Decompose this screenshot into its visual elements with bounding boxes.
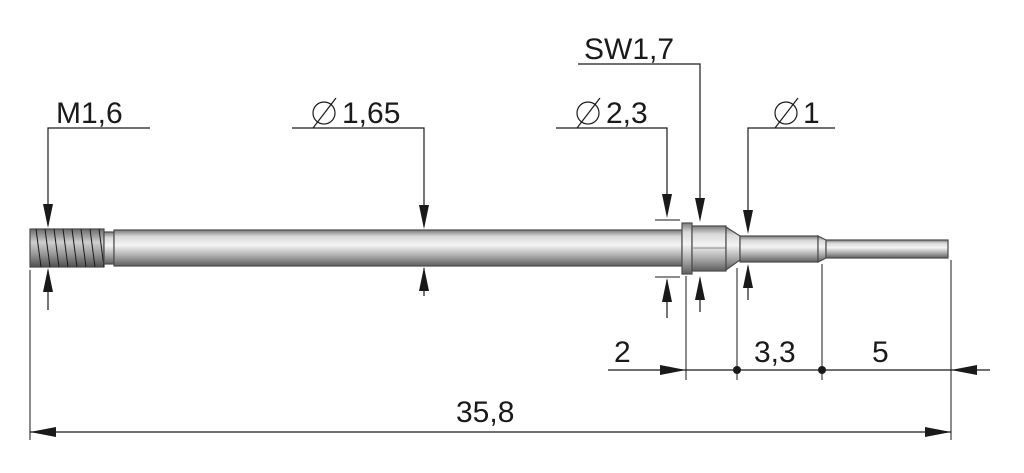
arrowhead-icon xyxy=(743,264,753,288)
arrowhead-icon xyxy=(660,365,686,375)
arrowhead-icon xyxy=(695,198,705,222)
arrowhead-icon xyxy=(43,204,53,228)
step-section xyxy=(739,235,819,263)
shaft-section xyxy=(113,229,683,267)
tip-section xyxy=(825,239,949,259)
dimension-wrench-size: SW1,7 xyxy=(578,33,705,312)
arrowhead-icon xyxy=(30,427,56,437)
collar-length-label: 2 xyxy=(614,336,631,369)
dimension-dot xyxy=(818,366,826,374)
shaft-diameter-label: 1,65 xyxy=(342,97,400,130)
arrowhead-icon xyxy=(951,365,977,375)
diameter-symbol-icon xyxy=(774,97,799,129)
arrowhead-icon xyxy=(925,427,951,437)
diameter-symbol-icon xyxy=(576,97,601,129)
thread-section xyxy=(29,228,105,268)
dimension-shaft-diameter: 1,65 xyxy=(292,97,429,296)
thread-label: M1,6 xyxy=(56,97,123,130)
dimension-dot xyxy=(733,366,741,374)
dimension-tip-diameter: 1 xyxy=(743,97,835,300)
arrowhead-icon xyxy=(43,268,53,292)
diameter-symbol-icon xyxy=(312,97,337,129)
hex-section xyxy=(691,225,741,272)
dimension-collar-diameter: 2,3 xyxy=(556,97,680,318)
tip-length-label: 5 xyxy=(872,336,889,369)
collar-diameter-label: 2,3 xyxy=(606,97,648,130)
arrowhead-icon xyxy=(419,205,429,229)
arrowhead-icon xyxy=(419,267,429,291)
arrowhead-icon xyxy=(695,276,705,300)
dimension-thread: M1,6 xyxy=(43,97,150,310)
wrench-size-label: SW1,7 xyxy=(584,33,674,66)
dimension-chain: 2 3,3 5 xyxy=(608,336,990,375)
arrowhead-icon xyxy=(662,278,672,302)
arrowhead-icon xyxy=(743,210,753,234)
tip-diameter-label: 1 xyxy=(803,97,820,130)
extension-lines xyxy=(29,260,952,440)
collar-section xyxy=(681,222,693,275)
arrowhead-icon xyxy=(662,194,672,218)
total-length-label: 35,8 xyxy=(456,396,514,429)
neck-section xyxy=(103,231,115,265)
pin-part xyxy=(29,222,949,275)
step-length-label: 3,3 xyxy=(754,336,796,369)
dimension-total-length: 35,8 xyxy=(30,396,951,437)
